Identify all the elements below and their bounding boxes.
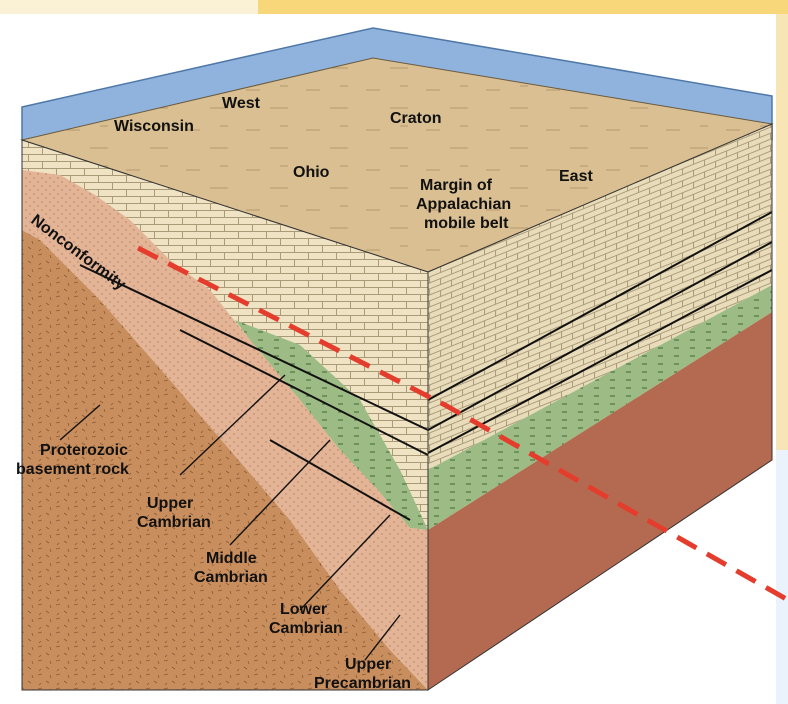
callout-proterozoic: Proterozoic basement rock bbox=[16, 442, 129, 478]
dashed-boundary-line bbox=[136, 245, 788, 603]
callout-upper-cambrian-line2: Cambrian bbox=[137, 514, 211, 531]
label-margin-line2: Appalachian bbox=[416, 196, 511, 213]
label-craton: Craton bbox=[390, 110, 442, 127]
callout-upper-cambrian: Upper Cambrian bbox=[137, 495, 211, 531]
side-panel bbox=[776, 0, 788, 450]
callout-upper-precambrian-line2: Precambrian bbox=[314, 675, 411, 692]
callout-middle-cambrian: Middle Cambrian bbox=[194, 550, 268, 586]
side-panel-lower bbox=[776, 450, 788, 704]
label-west: West bbox=[222, 95, 261, 112]
front-face bbox=[21, 139, 429, 691]
callout-proterozoic-line1: Proterozoic bbox=[40, 442, 128, 459]
callout-leaders bbox=[59, 374, 401, 661]
callout-lower-cambrian-line1: Lower bbox=[280, 601, 327, 618]
label-ohio: Ohio bbox=[293, 164, 330, 181]
callout-upper-precambrian-line1: Upper bbox=[345, 656, 391, 673]
label-wisconsin: Wisconsin bbox=[114, 118, 194, 135]
callout-lower-cambrian-line2: Cambrian bbox=[269, 620, 343, 637]
label-margin-line1: Margin of bbox=[420, 177, 493, 194]
label-margin: Margin of Appalachian mobile belt bbox=[416, 177, 511, 232]
header-bar bbox=[258, 0, 788, 14]
callout-upper-precambrian: Upper Precambrian bbox=[314, 656, 411, 692]
callout-lower-cambrian: Lower Cambrian bbox=[269, 601, 343, 637]
callout-upper-cambrian-line1: Upper bbox=[147, 495, 193, 512]
callout-proterozoic-line2: basement rock bbox=[16, 461, 129, 478]
callout-middle-cambrian-line2: Cambrian bbox=[194, 569, 268, 586]
label-east: East bbox=[559, 168, 593, 185]
callout-middle-cambrian-line1: Middle bbox=[206, 550, 257, 567]
header-bar-left bbox=[0, 0, 258, 14]
label-margin-line3: mobile belt bbox=[424, 215, 509, 232]
